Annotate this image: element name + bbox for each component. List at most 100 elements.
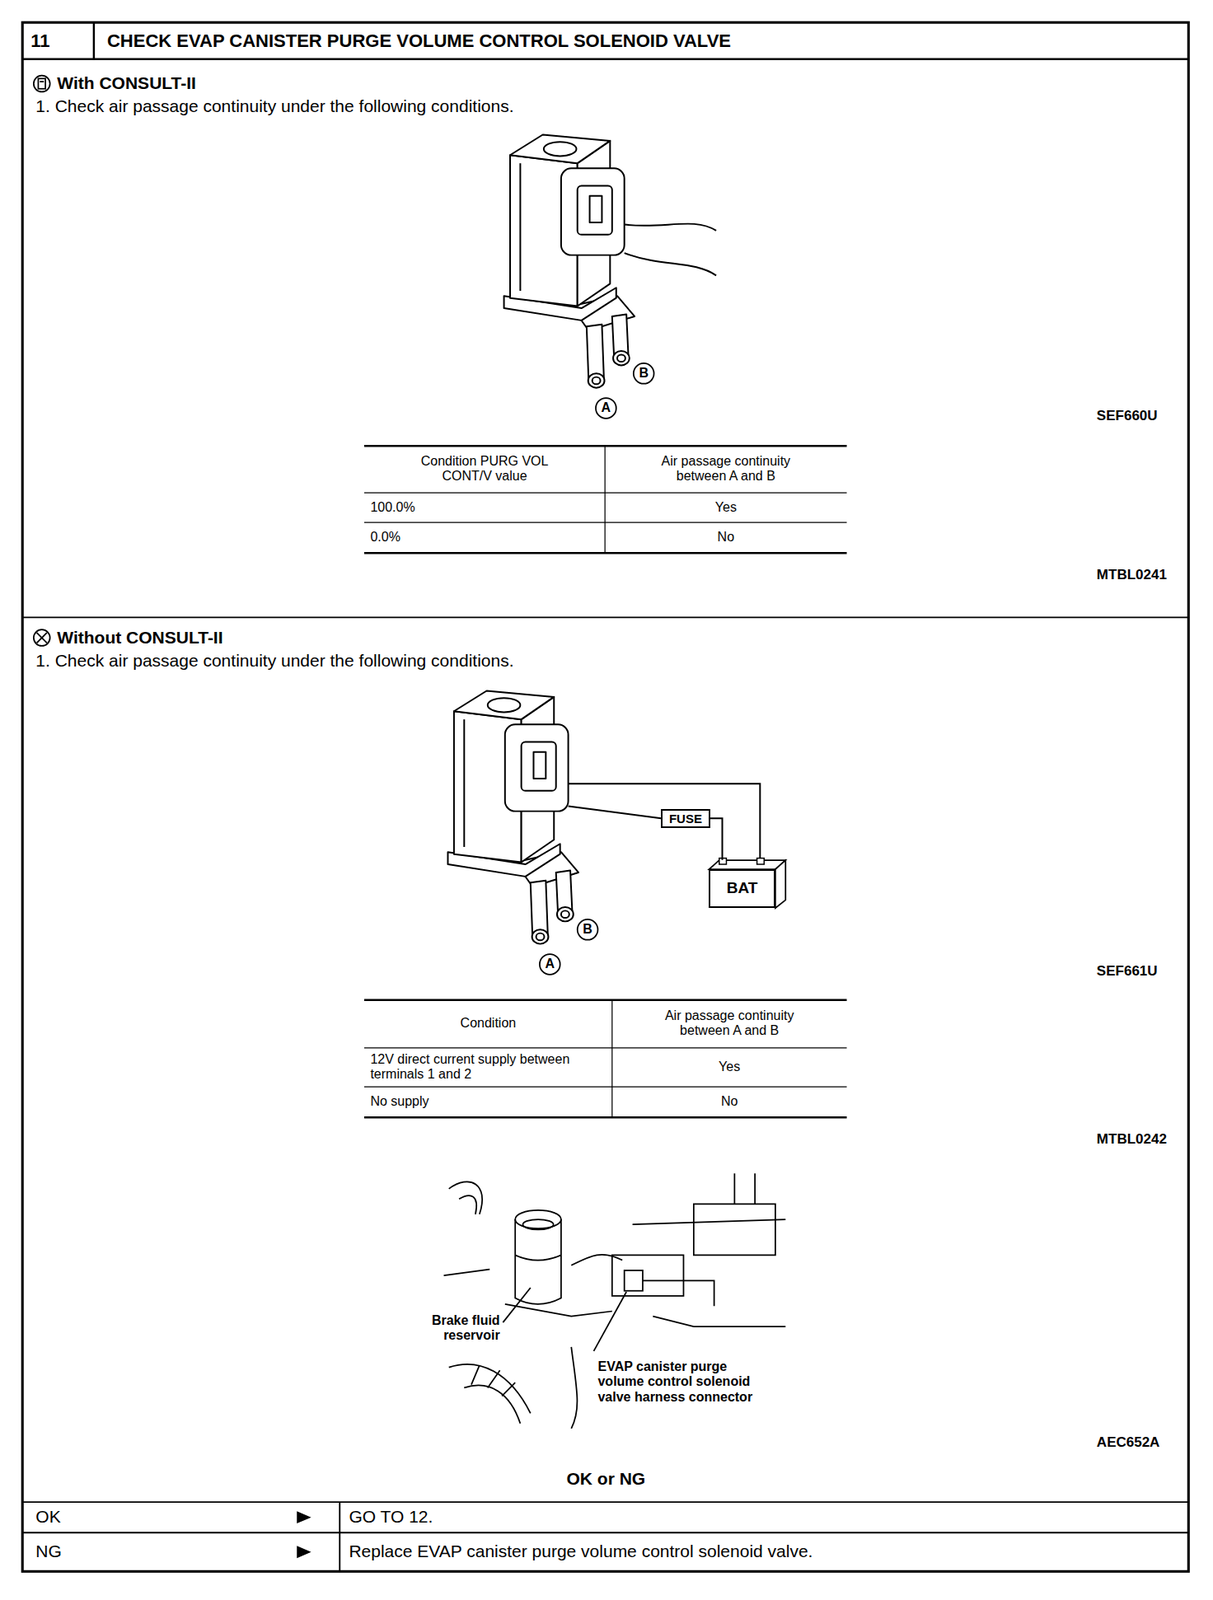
- table-cell: 100.0%: [369, 500, 605, 516]
- solenoid-battery-figure: [568, 783, 761, 862]
- callout-letter: B: [633, 365, 655, 381]
- solenoid-battery-figure: [757, 858, 765, 865]
- engine-bay-figure: [444, 1269, 491, 1276]
- table-header: Air passage continuity between A and B: [649, 454, 802, 485]
- result-cell: OK: [35, 1507, 281, 1527]
- result-cell: NG: [35, 1541, 281, 1562]
- engine-bay-figure: [624, 1270, 643, 1292]
- solenoid-valve-figure: [504, 134, 717, 418]
- solenoid-battery-figure: [568, 805, 662, 819]
- method-icon: [33, 75, 51, 93]
- result-arrow: [296, 1545, 311, 1559]
- table-code: MTBL0242: [1096, 1131, 1184, 1148]
- figure-code: SEF660U: [1096, 407, 1184, 425]
- page-frame: [22, 58, 1189, 61]
- table-cell: No supply: [369, 1094, 612, 1110]
- node-label: FUSE: [669, 811, 703, 826]
- result-arrow: [296, 1511, 311, 1559]
- table-header: Air passage continuity between A and B: [653, 1008, 806, 1040]
- engine-bay-figure: [734, 1173, 755, 1204]
- figure-code: AEC652A: [1096, 1434, 1184, 1452]
- result-arrow: [296, 1511, 311, 1524]
- solenoid-valve-figure: [504, 134, 635, 388]
- solenoid-battery-figure: [775, 860, 786, 909]
- engine-bay-figure: [515, 1255, 562, 1260]
- fuse-box: FUSE: [660, 809, 710, 829]
- table-grid: [604, 445, 606, 553]
- engine-bay-figure: [522, 1219, 553, 1230]
- table-grid: [364, 1116, 848, 1119]
- method-icon: [37, 632, 47, 643]
- table-cell: No: [604, 529, 847, 545]
- table-cell: 0.0%: [369, 529, 605, 545]
- page-frame: [22, 22, 1189, 1572]
- solenoid-valve-figure: [595, 398, 617, 419]
- page-frame: [22, 1501, 1189, 1504]
- engine-bay-figure: [502, 1287, 530, 1323]
- callout-letter: A: [539, 956, 561, 972]
- engine-bay-figure: [444, 1173, 787, 1429]
- solenoid-battery-figure: [539, 954, 561, 975]
- method-icon: [33, 75, 51, 647]
- page-frame: [93, 22, 95, 60]
- engine-bay-figure: [571, 1255, 623, 1266]
- result-action: Replace EVAP canister purge volume contr…: [348, 1541, 1165, 1562]
- engine-bay-figure: [652, 1316, 786, 1327]
- solenoid-valve-figure: [624, 224, 717, 277]
- engine-bay-figure: [632, 1219, 787, 1225]
- solenoid-battery-figure: [447, 690, 786, 975]
- solenoid-battery-figure: [577, 919, 599, 941]
- table-grid: [364, 445, 848, 1118]
- callout-letter: B: [577, 922, 599, 937]
- table-grid: [364, 999, 848, 1002]
- engine-bay-figure: [471, 1365, 516, 1396]
- table-grid: [611, 1000, 613, 1118]
- step-number: 11: [30, 30, 87, 52]
- engine-bay-figure: [449, 1364, 531, 1414]
- engine-bay-figure: [693, 1203, 776, 1256]
- engine-bay-figure: [612, 1255, 684, 1297]
- engine-bay-figure: [594, 1292, 628, 1352]
- table-grid: [364, 1047, 848, 1049]
- table-cell: No: [612, 1094, 848, 1110]
- callout-letter: A: [595, 400, 617, 416]
- page-frame: [22, 616, 1189, 619]
- section-title: CHECK EVAP CANISTER PURGE VOLUME CONTROL…: [107, 30, 1179, 52]
- engine-bay-figure: [458, 1195, 477, 1215]
- node-label: BAT: [726, 879, 759, 898]
- instruction: 1. Check air passage continuity under th…: [35, 96, 750, 117]
- instruction: 1. Check air passage continuity under th…: [35, 650, 750, 671]
- result-action: GO TO 12.: [348, 1507, 1165, 1527]
- part-label: Brake fluid reservoir: [417, 1313, 501, 1345]
- engine-bay-figure: [642, 1280, 715, 1307]
- table-grid: [364, 1086, 848, 1087]
- solenoid-battery-figure: [447, 690, 578, 944]
- solenoid-valve-figure: [633, 363, 655, 385]
- page-frame: [338, 1502, 341, 1572]
- part-label: EVAP canister purge volume control solen…: [597, 1359, 775, 1406]
- table-cell: 12V direct current supply between termin…: [369, 1052, 605, 1083]
- page-frame: [22, 1531, 1189, 1534]
- wire: [710, 818, 723, 860]
- method-heading: Without CONSULT-II: [56, 627, 465, 648]
- table-header: Condition PURG VOL CONT/V value: [402, 454, 567, 485]
- engine-bay-figure: [571, 1347, 577, 1429]
- result-prompt: OK or NG: [489, 1469, 722, 1490]
- battery-box: BAT: [708, 869, 775, 909]
- method-icon: [37, 78, 46, 89]
- table-code: MTBL0241: [1096, 566, 1184, 584]
- engine-bay-figure: [449, 1181, 483, 1214]
- table-cell: Yes: [604, 500, 847, 516]
- engine-bay-figure: [505, 1304, 613, 1317]
- method-icon: [33, 629, 51, 647]
- method-icon: [39, 80, 44, 83]
- figure-code: SEF661U: [1096, 963, 1184, 980]
- table-header: Condition: [364, 1016, 613, 1031]
- table-cell: Yes: [612, 1059, 848, 1075]
- engine-bay-figure: [463, 1386, 520, 1424]
- engine-bay-figure: [515, 1219, 562, 1305]
- page-frame: [22, 22, 1189, 1572]
- method-icon: [37, 632, 47, 643]
- method-heading: With CONSULT-II: [56, 73, 465, 94]
